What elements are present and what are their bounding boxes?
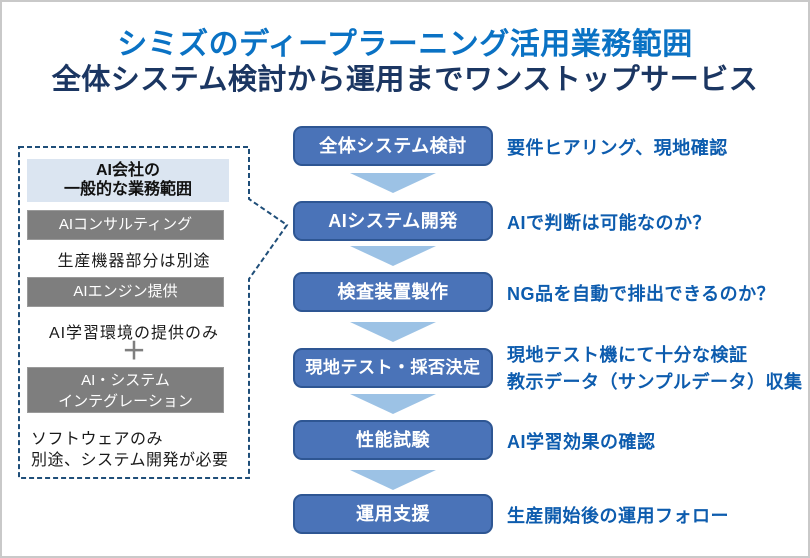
down-arrow-icon	[350, 322, 436, 342]
flow-note-inspection-equipment: NG品を自動で排出できるのか？	[507, 284, 776, 304]
integration-note-line1: ソフトウェアのみ	[31, 431, 164, 448]
flow-note-ai-system-development: AIで判断は可能なのか？	[507, 213, 711, 233]
flow-step-inspection-equipment: 検査装置製作	[293, 272, 493, 312]
ai-engine-note: AI学習環境の提供のみ	[48, 325, 220, 342]
panel-header-line1: AI会社の	[95, 162, 160, 179]
flow-step-ai-system-development: AIシステム開発	[293, 201, 493, 241]
ai-system-integration-line2: インテグレーション	[58, 393, 193, 410]
flow-note-operation-support: 生産開始後の運用フォロー	[507, 506, 729, 526]
callout-arrow-outline	[18, 146, 289, 479]
ai-consulting-box: AIコンサルティング	[27, 210, 224, 240]
ai-system-integration-line1: AI・システム	[81, 372, 170, 389]
flow-note-performance-test: AI学習効果の確認	[507, 432, 656, 452]
page-title: シミズのディープラーニング活用業務範囲	[117, 28, 693, 61]
flow-note-overall-system-review: 要件ヒアリング、現地確認	[507, 138, 728, 158]
flow-step-performance-test: 性能試験	[293, 420, 493, 460]
flow-step-onsite-test: 現地テスト・採否決定	[293, 348, 493, 388]
flow-note-onsite-test: 現地テスト機にて十分な検証 教示データ（サンプルデータ）収集	[507, 345, 803, 392]
panel-header: AI会社の 一般的な業務範囲	[27, 159, 229, 202]
down-arrow-icon	[350, 246, 436, 266]
panel-header-line2: 一般的な業務範囲	[63, 181, 192, 198]
integration-note-line2: 別途、システム開発が必要	[31, 452, 229, 469]
ai-system-integration-box: AI・システム インテグレーション	[27, 367, 224, 413]
ai-engine-box: AIエンジン提供	[27, 277, 224, 307]
flow-step-overall-system-review: 全体システム検討	[293, 126, 493, 166]
flow-step-operation-support: 運用支援	[293, 494, 493, 534]
ai-consulting-note: 生産機器部分は別途	[57, 253, 211, 270]
down-arrow-icon	[350, 394, 436, 414]
ai-company-scope-panel: AI会社の 一般的な業務範囲 AIコンサルティング 生産機器部分は別途 AIエン…	[19, 147, 249, 478]
down-arrow-icon	[350, 173, 436, 193]
page-subtitle: 全体システム検討から運用までワンストップサービス	[51, 64, 759, 96]
plus-icon: ＋	[122, 338, 146, 365]
down-arrow-icon	[350, 470, 436, 490]
